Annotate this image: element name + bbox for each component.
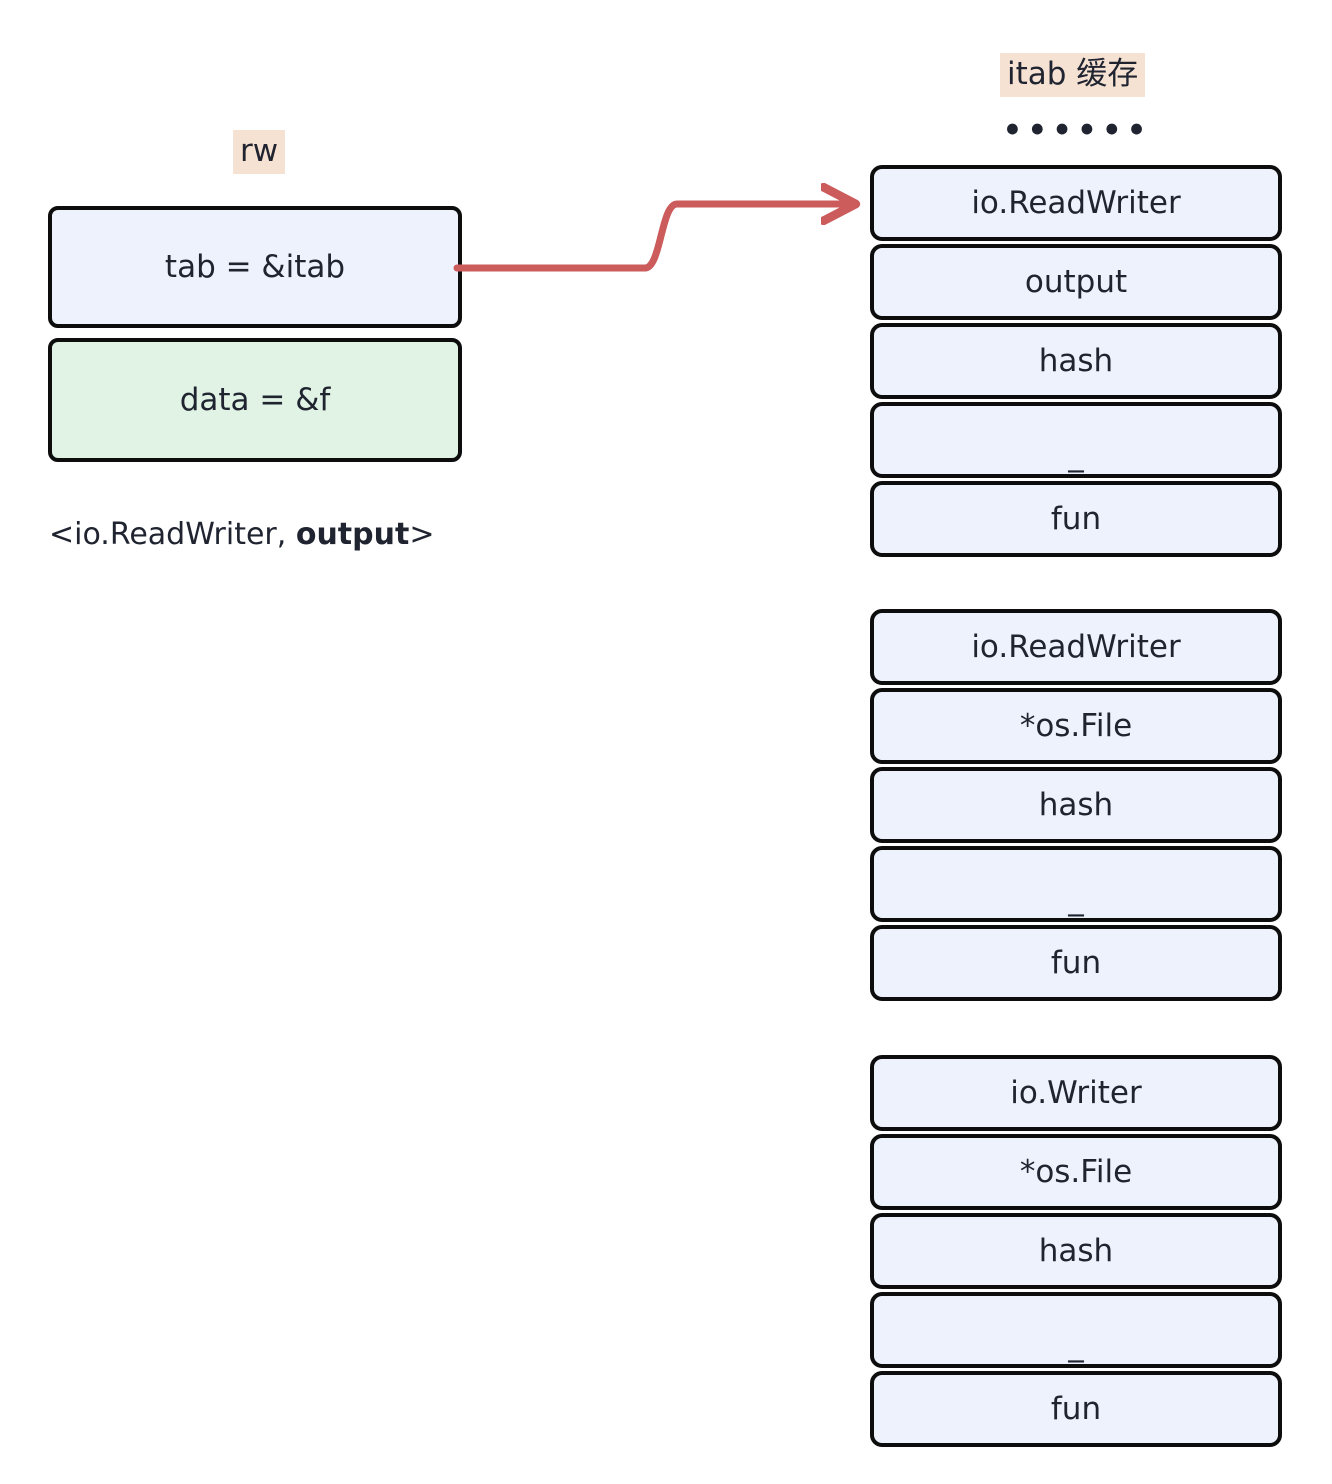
itab-row-interface-type: io.ReadWriter bbox=[870, 609, 1282, 685]
itab-cell-text: output bbox=[1024, 264, 1128, 300]
itab-row-hash: hash bbox=[870, 1213, 1282, 1289]
caption-suffix: > bbox=[409, 517, 435, 552]
itab-cell-text: fun bbox=[1050, 1391, 1102, 1427]
itab-row-concrete-type: *os.File bbox=[870, 688, 1282, 764]
caption-prefix: <io.ReadWriter, bbox=[49, 517, 296, 552]
caption-bold-type: output bbox=[295, 517, 410, 552]
itab-row-fun: fun bbox=[870, 925, 1282, 1001]
itab-entry-2: io.Writer *os.File hash _ fun bbox=[870, 1055, 1282, 1447]
itab-row-concrete-type: output bbox=[870, 244, 1282, 320]
itab-entry-1: io.ReadWriter *os.File hash _ fun bbox=[870, 609, 1282, 1001]
itab-pointer-arrow bbox=[453, 160, 875, 272]
itab-row-hash: hash bbox=[870, 323, 1282, 399]
interface-tab-field: tab = &itab bbox=[48, 206, 462, 328]
itab-row-interface-type: io.ReadWriter bbox=[870, 165, 1282, 241]
itab-cell-text: fun bbox=[1050, 945, 1102, 981]
itab-cell-text: hash bbox=[1038, 1233, 1114, 1269]
itab-cell-text: hash bbox=[1038, 343, 1114, 379]
itab-row-padding: _ bbox=[870, 1292, 1282, 1368]
itab-cell-text: _ bbox=[1068, 1326, 1084, 1363]
itab-cell-text: *os.File bbox=[1019, 708, 1133, 744]
itab-row-fun: fun bbox=[870, 481, 1282, 557]
itab-row-padding: _ bbox=[870, 846, 1282, 922]
itab-row-concrete-type: *os.File bbox=[870, 1134, 1282, 1210]
itab-cell-text: _ bbox=[1068, 880, 1084, 917]
itab-entry-0: io.ReadWriter output hash _ fun bbox=[870, 165, 1282, 557]
itab-cell-text: io.Writer bbox=[1010, 1075, 1142, 1111]
itab-cell-text: _ bbox=[1068, 436, 1084, 473]
interface-type-caption: <io.ReadWriter, output> bbox=[49, 517, 434, 552]
itab-row-padding: _ bbox=[870, 402, 1282, 478]
itab-cell-text: hash bbox=[1038, 787, 1114, 823]
interface-data-field-text: data = &f bbox=[179, 382, 331, 418]
itab-cell-text: io.ReadWriter bbox=[971, 185, 1181, 221]
itab-cell-text: io.ReadWriter bbox=[971, 629, 1181, 665]
interface-data-field: data = &f bbox=[48, 338, 462, 462]
itab-cell-text: fun bbox=[1050, 501, 1102, 537]
itab-row-fun: fun bbox=[870, 1371, 1282, 1447]
interface-value-label: rw bbox=[233, 130, 286, 174]
itab-row-interface-type: io.Writer bbox=[870, 1055, 1282, 1131]
interface-tab-field-text: tab = &itab bbox=[164, 249, 346, 285]
itab-row-hash: hash bbox=[870, 767, 1282, 843]
itab-cache-title: itab 缓存 bbox=[1000, 53, 1146, 97]
itab-cell-text: *os.File bbox=[1019, 1154, 1133, 1190]
itab-cache-ellipsis: •••••• bbox=[1001, 109, 1151, 152]
